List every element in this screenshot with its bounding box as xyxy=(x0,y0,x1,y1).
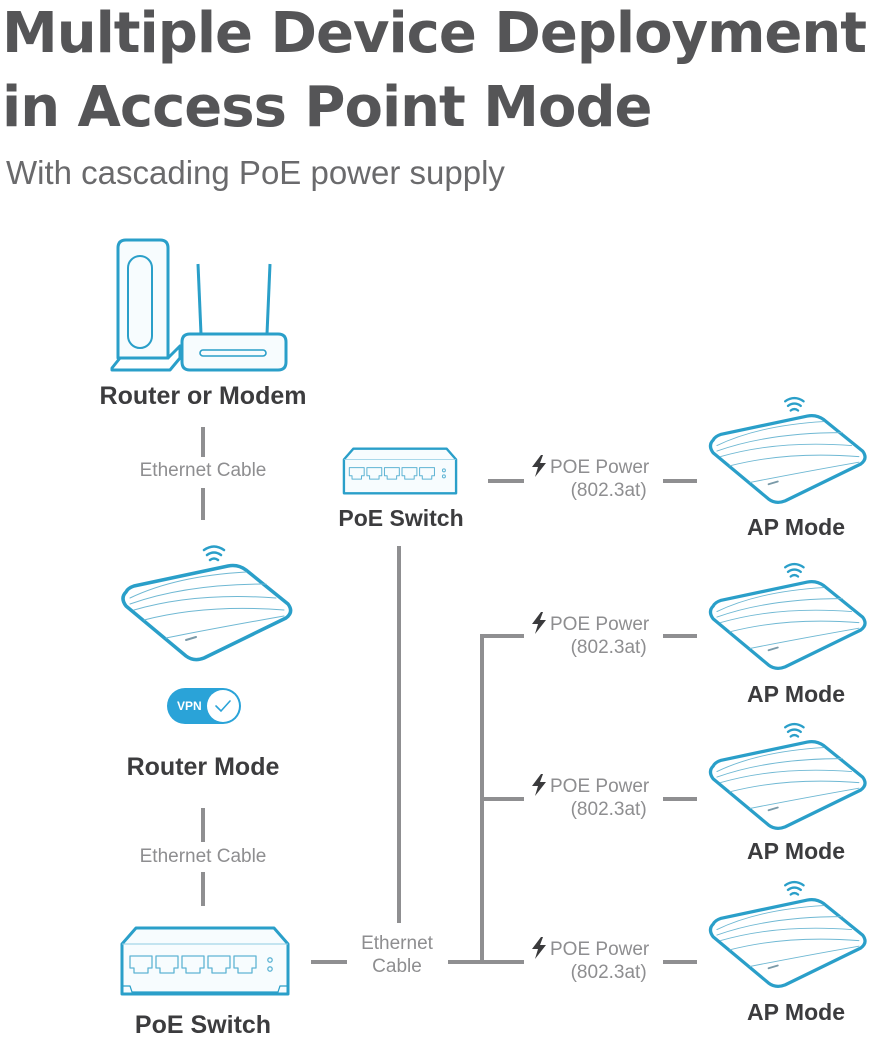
cable-branch-1-right xyxy=(663,479,697,483)
page-title-line-1: Multiple Device Deployment xyxy=(2,1,867,66)
ethernet-cable-label-middle: Ethernet Cable xyxy=(139,846,267,867)
poe-standard-text: (802.3at) xyxy=(570,479,647,501)
access-point-icon xyxy=(121,545,293,662)
poe-power-text: POE Power xyxy=(550,614,650,635)
ap-mode-label-3: AP Mode xyxy=(747,838,845,864)
vpn-toggle-label: VPN xyxy=(177,699,202,713)
router-mode-label: Router Mode xyxy=(126,753,280,781)
lightning-bolt-icon xyxy=(532,774,546,796)
poe-power-label-1: POE Power (802.3at) xyxy=(530,455,649,503)
access-point-icon xyxy=(708,722,867,830)
poe-switch-icon xyxy=(342,447,458,495)
cable-router-top-upper xyxy=(201,427,205,457)
access-point-icon xyxy=(708,562,867,670)
checkmark-icon xyxy=(215,700,231,713)
ethernet-cable-label-bottom: Ethernet Cable xyxy=(361,933,433,979)
cable-switch-horizontal-right xyxy=(448,960,482,964)
access-point-icon xyxy=(708,396,867,504)
poe-power-label-3: POE Power (802.3at) xyxy=(530,774,649,822)
cable-branch-4-right xyxy=(663,960,697,964)
lightning-bolt-icon xyxy=(532,937,546,959)
poe-standard-text: (802.3at) xyxy=(570,636,647,658)
poe-power-text: POE Power xyxy=(550,939,650,960)
cable-branch-3-right xyxy=(663,797,697,801)
cable-branch-1-left xyxy=(488,479,524,483)
cable-router-top-lower xyxy=(201,488,205,520)
cable-branch-4-left xyxy=(482,960,524,964)
vpn-toggle-knob xyxy=(207,690,239,722)
poe-standard-text: (802.3at) xyxy=(570,798,647,820)
cable-branch-2-left xyxy=(482,634,524,638)
ethernet-cable-label-line-1: Ethernet xyxy=(361,933,433,954)
poe-power-label-2: POE Power (802.3at) xyxy=(530,612,649,660)
cable-branch-3-left xyxy=(482,797,524,801)
page-subtitle: With cascading PoE power supply xyxy=(6,154,505,191)
cable-branch-2-right xyxy=(663,634,697,638)
ap-mode-label-1: AP Mode xyxy=(747,514,845,540)
poe-power-label-4: POE Power (802.3at) xyxy=(530,937,649,985)
access-point-icon xyxy=(708,880,867,988)
cable-top-switch-vertical xyxy=(397,546,401,923)
cable-switch-horizontal-left xyxy=(311,960,347,964)
ap-mode-label-4: AP Mode xyxy=(747,999,845,1025)
poe-power-text: POE Power xyxy=(550,776,650,797)
router-modem-icon xyxy=(110,238,288,372)
router-modem-label: Router or Modem xyxy=(99,382,307,410)
page-title-line-2: in Access Point Mode xyxy=(2,75,653,140)
cable-router-bottom-lower xyxy=(201,872,205,906)
poe-power-text: POE Power xyxy=(550,457,650,478)
ethernet-cable-label-top: Ethernet Cable xyxy=(139,460,267,481)
poe-switch-icon xyxy=(120,926,290,996)
lightning-bolt-icon xyxy=(532,455,546,477)
poe-switch-top-label: PoE Switch xyxy=(338,505,464,531)
lightning-bolt-icon xyxy=(532,612,546,634)
poe-switch-bottom-label: PoE Switch xyxy=(134,1011,272,1039)
ethernet-cable-label-line-2: Cable xyxy=(372,955,422,977)
vpn-toggle[interactable]: VPN xyxy=(167,688,241,724)
cable-router-bottom-upper xyxy=(201,808,205,842)
poe-standard-text: (802.3at) xyxy=(570,961,647,983)
ap-mode-label-2: AP Mode xyxy=(747,681,845,707)
